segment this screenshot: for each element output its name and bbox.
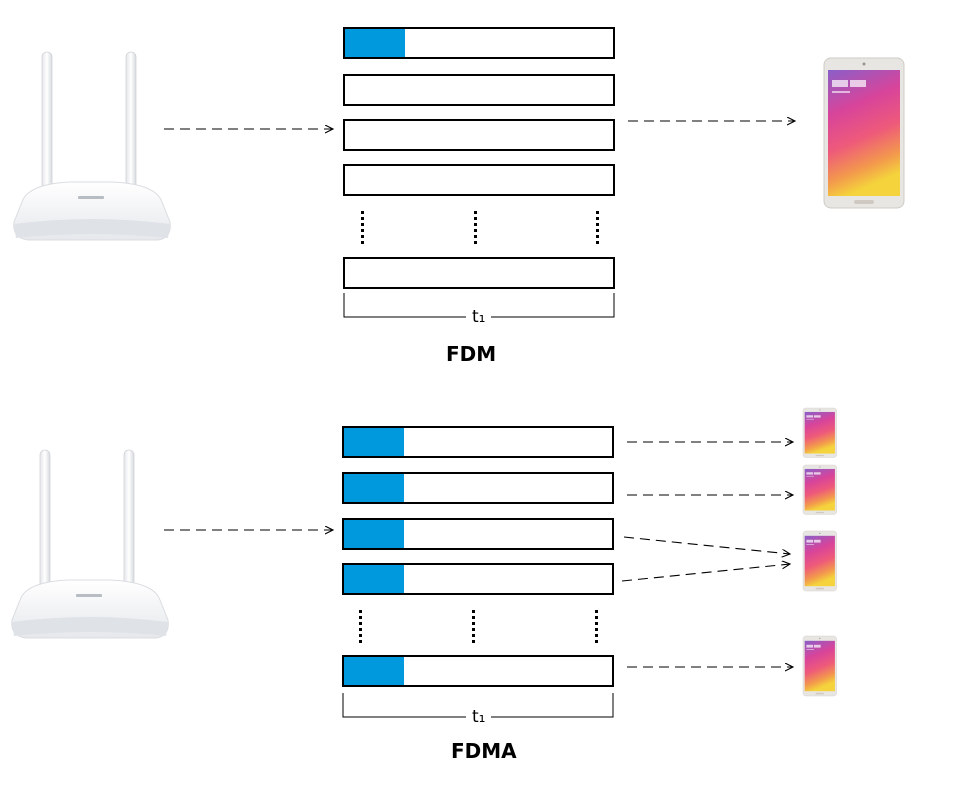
fdm-time-slot — [345, 29, 405, 57]
smartphone-icon — [802, 530, 837, 592]
fdma-time-slot — [344, 657, 404, 685]
fdma-title: FDMA — [451, 739, 517, 763]
fdma-time-label: t₁ — [466, 709, 492, 726]
fdm-channel-3 — [343, 119, 615, 151]
fdma-time-slot — [344, 428, 404, 456]
channel-to-phone-arrow — [621, 564, 790, 582]
fdm-section — [13, 27, 905, 318]
router-icon — [13, 51, 171, 241]
smartphone-icon — [802, 464, 837, 515]
router-icon — [11, 449, 169, 639]
fdm-time-label: t₁ — [466, 309, 492, 326]
fdm-ellipsis — [361, 211, 599, 244]
fdma-time-slot — [344, 520, 404, 548]
fdm-channel-n — [343, 257, 615, 289]
fdma-channel-stack — [342, 426, 614, 687]
fdm-channel-2 — [343, 74, 615, 106]
fdma-section — [11, 407, 837, 718]
channel-to-phone-arrow — [623, 536, 790, 554]
fdma-ellipsis — [359, 610, 598, 643]
fdm-channel-stack — [343, 27, 615, 289]
fdm-title: FDM — [446, 342, 497, 366]
fdma-time-slot — [344, 565, 404, 593]
smartphone-icon — [823, 57, 905, 209]
fdma-time-slot — [344, 474, 404, 502]
smartphone-icon — [802, 407, 837, 458]
smartphone-icon — [802, 635, 837, 697]
fdm-channel-4 — [343, 164, 615, 196]
